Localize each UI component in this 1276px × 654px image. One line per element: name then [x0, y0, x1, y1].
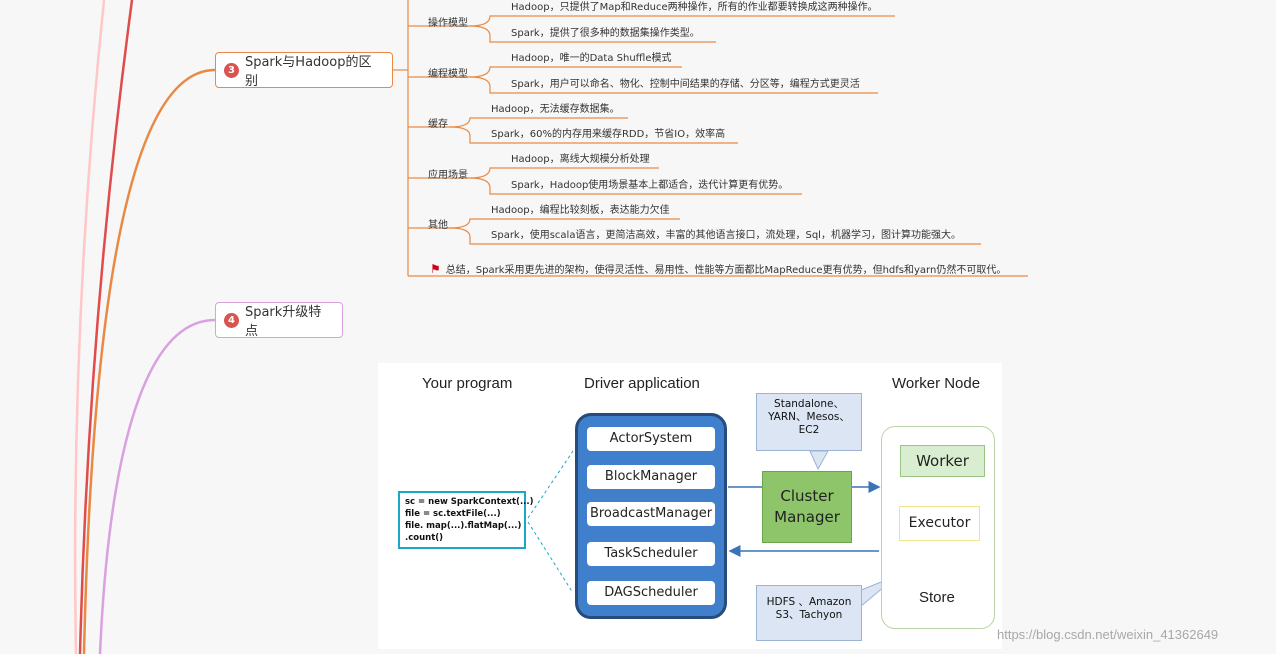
watermark-text: https://blog.csdn.net/weixin_41362649 [997, 627, 1219, 642]
flag-icon: ⚑ [430, 261, 441, 276]
code-snippet-box: sc = new SparkContext(...) file = sc.tex… [398, 491, 534, 549]
worker-node-box: Worker Executor [881, 426, 995, 629]
driver-application-box: ActorSystem BlockManager BroadcastManage… [575, 413, 727, 619]
label-your-program: Your program [422, 375, 513, 392]
callout-deploy-modes: Standalone、 YARN、Mesos、 EC2 [756, 393, 862, 451]
topic-spark-vs-hadoop[interactable]: 3 Spark与Hadoop的区别 [215, 52, 393, 89]
leaf-item[interactable]: Spark，Hadoop使用场景基本上都适合，迭代计算更有优势。 [511, 180, 789, 191]
store-label: Store [919, 589, 955, 606]
leaf-item[interactable]: Hadoop，无法缓存数据集。 [491, 104, 620, 115]
actor-system-box: ActorSystem [587, 427, 715, 451]
summary-node[interactable]: ⚑ 总结，Spark采用更先进的架构，使得灵活性、易用性、性能等方面都比MapR… [430, 261, 1007, 277]
leaf-item[interactable]: Spark，提供了很多种的数据集操作类型。 [511, 28, 700, 39]
topic-number-badge: 3 [224, 62, 239, 78]
code-line: .count() [405, 533, 444, 543]
leaf-item[interactable]: Spark，用户可以命名、物化、控制中间结果的存储、分区等，编程方式更灵活 [511, 79, 860, 90]
block-manager-box: BlockManager [587, 465, 715, 489]
category-cache[interactable]: 缓存 [428, 119, 448, 130]
worker-box: Worker [900, 445, 985, 477]
code-line: file = sc.textFile(...) [405, 509, 501, 519]
code-line: sc = new SparkContext(...) [405, 497, 534, 507]
code-line: file. map(...).flatMap(...) [405, 521, 522, 531]
executor-box: Executor [899, 506, 980, 541]
summary-text: 总结，Spark采用更先进的架构，使得灵活性、易用性、性能等方面都比MapRed… [445, 265, 1007, 276]
topic-number-badge: 4 [224, 312, 239, 328]
leaf-item[interactable]: Hadoop，编程比较刻板，表达能力欠佳 [491, 205, 670, 216]
category-programming-model[interactable]: 编程模型 [428, 69, 468, 80]
leaf-item[interactable]: Spark，60%的内存用来缓存RDD，节省IO，效率高 [491, 129, 726, 140]
callout-storage: HDFS 、Amazon S3、Tachyon [756, 585, 862, 641]
category-other[interactable]: 其他 [428, 220, 448, 231]
cluster-manager-box: Cluster Manager [762, 471, 852, 543]
category-use-case[interactable]: 应用场景 [428, 170, 468, 181]
task-scheduler-box: TaskScheduler [587, 542, 715, 566]
topic-label: Spark与Hadoop的区别 [244, 55, 372, 89]
leaf-item[interactable]: Spark，使用scala语言，更简洁高效，丰富的其他语言接口，流处理，Sql，… [491, 230, 961, 241]
broadcast-manager-box: BroadcastManager [587, 502, 715, 526]
label-worker-node: Worker Node [892, 375, 981, 392]
topic-spark-upgrade[interactable]: 4 Spark升级特点 [215, 302, 343, 339]
spark-architecture-image: Your program Driver application Worker N… [378, 363, 1002, 649]
topic-label: Spark升级特点 [244, 305, 322, 339]
leaf-item[interactable]: Hadoop，只提供了Map和Reduce两种操作，所有的作业都要转换成这两种操… [511, 2, 878, 13]
category-operation-model[interactable]: 操作模型 [428, 18, 468, 29]
leaf-item[interactable]: Hadoop，唯一的Data Shuffle模式 [511, 53, 672, 64]
label-driver-application: Driver application [584, 375, 700, 392]
leaf-item[interactable]: Hadoop，离线大规模分析处理 [511, 154, 650, 165]
dag-scheduler-box: DAGScheduler [587, 581, 715, 605]
